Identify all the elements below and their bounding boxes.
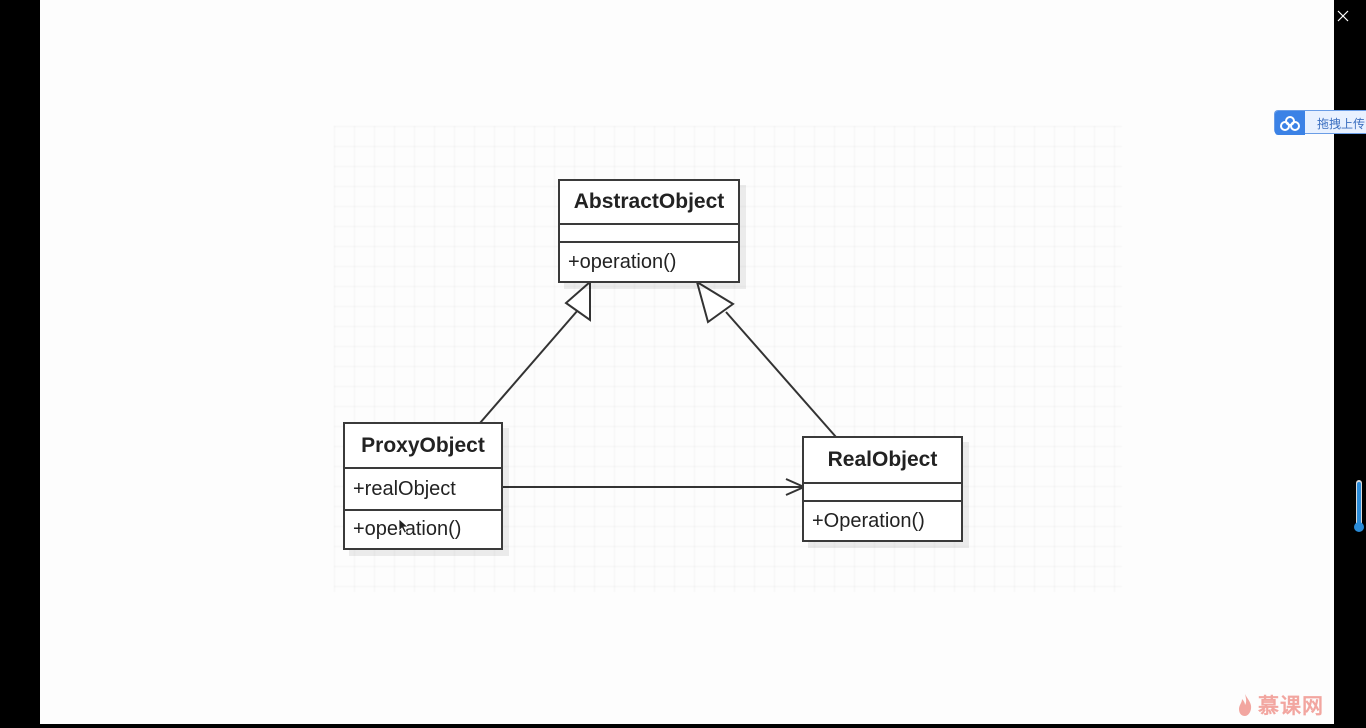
mouse-cursor-icon — [398, 518, 410, 534]
class-name: ProxyObject — [345, 424, 501, 469]
drag-upload-label: 拖拽上传 — [1317, 117, 1366, 131]
watermark-text: 慕课网 — [1258, 694, 1324, 718]
proxy-generalization-line — [479, 309, 579, 424]
class-name: AbstractObject — [560, 181, 738, 225]
volume-slider-fill — [1357, 482, 1361, 526]
slide-canvas: AbstractObject +operation() ProxyObject … — [40, 0, 1334, 724]
operation-text: +operation() — [568, 250, 677, 273]
attributes-compartment — [804, 484, 961, 502]
attributes-compartment — [560, 225, 738, 243]
operation-text: +Operation() — [812, 509, 925, 532]
class-name: RealObject — [804, 438, 961, 484]
attribute-text: +realObject — [345, 469, 501, 511]
volume-slider-handle[interactable] — [1354, 522, 1364, 532]
uml-connectors — [479, 279, 837, 496]
close-button[interactable] — [1320, 0, 1366, 32]
abstract-object-class[interactable]: AbstractObject +operation() — [558, 179, 740, 283]
proxy-generalization-arrowhead — [564, 279, 591, 322]
real-generalization-line — [725, 311, 837, 438]
real-object-class[interactable]: RealObject +Operation() — [802, 436, 963, 542]
proxy-object-class[interactable]: ProxyObject +realObject +operation() — [343, 422, 503, 550]
operation-text: +operation() — [353, 518, 462, 540]
imooc-watermark: 慕课网 — [1236, 690, 1324, 720]
baidu-cloud-icon — [1275, 111, 1305, 135]
drag-upload-tab[interactable]: 拖拽上传 — [1274, 110, 1366, 135]
real-generalization-arrowhead — [695, 279, 735, 324]
close-icon — [1337, 10, 1349, 22]
flame-icon — [1239, 694, 1252, 716]
